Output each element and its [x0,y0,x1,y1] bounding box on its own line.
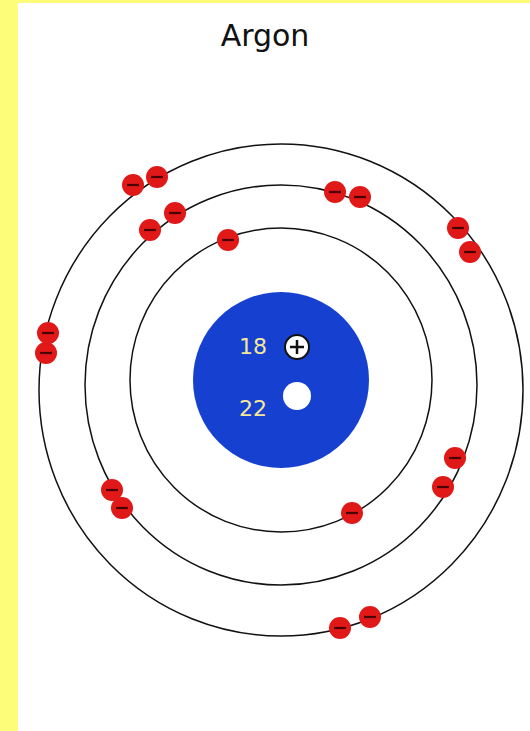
yellow-border [0,0,18,731]
yellow-border [0,0,530,3]
electrons [35,166,481,639]
proton-count: 18 [239,336,267,358]
particle-symbols [193,292,369,468]
inner-shell [130,228,432,532]
diagram-title: Argon [0,18,530,53]
middle-shell [85,185,477,585]
neutron-count: 22 [239,398,267,420]
outer-shell [39,144,523,636]
nucleus: 1822 [193,292,369,468]
